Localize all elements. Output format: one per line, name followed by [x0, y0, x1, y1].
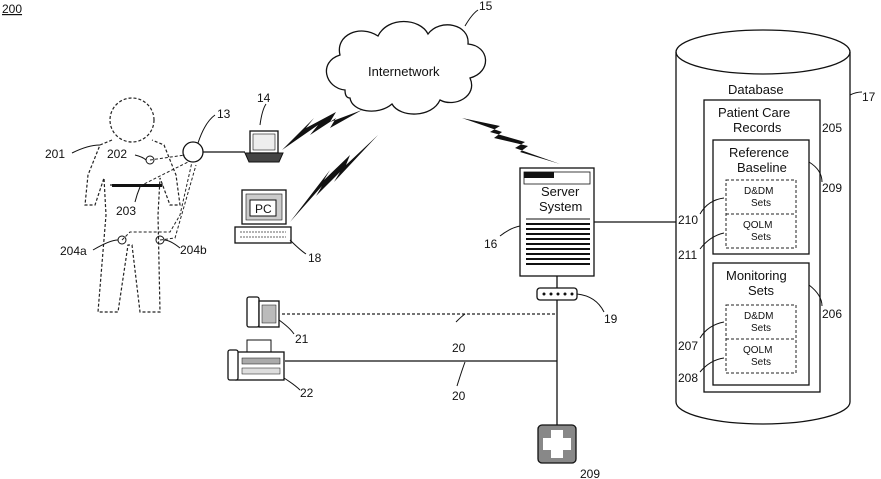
monitoring-sets-line2: Sets	[748, 283, 775, 298]
pc-ref: 18	[308, 251, 322, 265]
fax-machine-icon	[228, 340, 300, 390]
fax-ref: 22	[300, 386, 314, 400]
monitoring-sub-sets: D&DM Sets QOLM Sets 207 208	[678, 305, 796, 385]
rb-qolm-line2: Sets	[751, 232, 771, 243]
lightning-bolt-icon	[290, 135, 378, 222]
rb-ddm-line2: Sets	[751, 198, 771, 209]
patient-ref-201: 201	[45, 147, 65, 161]
laptop-icon	[245, 104, 283, 162]
patient-ref-204b: 204b	[180, 243, 207, 257]
server-line2: System	[539, 199, 582, 214]
telephone-ref: 21	[295, 332, 309, 346]
reference-baseline-sets: D&DM Sets QOLM Sets 210 211	[678, 180, 796, 262]
sensor-hub	[183, 142, 203, 162]
patient-ref-13: 13	[217, 107, 231, 121]
rb-ddm-ref: 210	[678, 213, 698, 227]
patient-figure: 13 201 202 203 204a 204b	[45, 98, 231, 312]
medical-facility-ref: 209	[580, 467, 600, 479]
patient-ref-202: 202	[107, 147, 127, 161]
ms-qolm-ref: 208	[678, 371, 698, 385]
patient-care-records-line2: Records	[733, 120, 782, 135]
server-line1: Server	[541, 184, 580, 199]
reference-baseline-line2: Baseline	[737, 160, 787, 175]
ms-qolm-line2: Sets	[751, 357, 771, 368]
reference-baseline-line1: Reference	[729, 145, 789, 160]
phone-line-ref-upper: 20	[452, 341, 466, 355]
telephone-icon	[247, 297, 294, 334]
lightning-bolt-icon	[282, 110, 362, 150]
patient-care-records-box: Patient Care Records 205	[704, 100, 842, 392]
monitoring-sets-ref: 206	[822, 307, 842, 321]
database-ref: 17	[862, 90, 876, 104]
reference-baseline-box: Reference Baseline 209	[713, 140, 842, 254]
hub-ref: 19	[604, 312, 618, 326]
laptop-ref: 14	[257, 91, 271, 105]
phone-line-ref-lower: 20	[452, 389, 466, 403]
lightning-bolt-icon	[462, 118, 560, 164]
figure-number: 200	[2, 2, 22, 16]
server-rack-lines	[526, 224, 590, 264]
server-ref: 16	[484, 237, 498, 251]
patient-ref-204a: 204a	[60, 244, 87, 258]
patient-care-records-ref: 205	[822, 121, 842, 135]
rb-ddm-line1: D&DM	[744, 186, 773, 197]
internetwork-cloud: Internetwork 15	[326, 0, 492, 114]
rb-qolm-line1: QOLM	[743, 220, 772, 231]
reference-baseline-ref: 209	[822, 181, 842, 195]
rb-qolm-ref: 211	[678, 248, 697, 262]
desktop-pc-icon: PC	[235, 190, 306, 254]
network-hub-icon	[537, 288, 604, 312]
database-label: Database	[728, 82, 784, 97]
pc-label: PC	[255, 202, 272, 216]
medical-facility-icon	[538, 425, 576, 463]
database-cylinder: Database 17	[676, 30, 876, 424]
sensor-band	[112, 184, 162, 187]
patient-ref-203: 203	[116, 204, 136, 218]
internetwork-ref: 15	[479, 0, 493, 13]
ms-ddm-line2: Sets	[751, 323, 771, 334]
monitoring-sets-box: Monitoring Sets 206	[713, 263, 842, 385]
patient-care-records-line1: Patient Care	[718, 105, 790, 120]
ms-ddm-line1: D&DM	[744, 311, 773, 322]
internetwork-label: Internetwork	[368, 64, 440, 79]
ms-qolm-line1: QOLM	[743, 345, 772, 356]
monitoring-sets-line1: Monitoring	[726, 268, 787, 283]
ms-ddm-ref: 207	[678, 339, 698, 353]
